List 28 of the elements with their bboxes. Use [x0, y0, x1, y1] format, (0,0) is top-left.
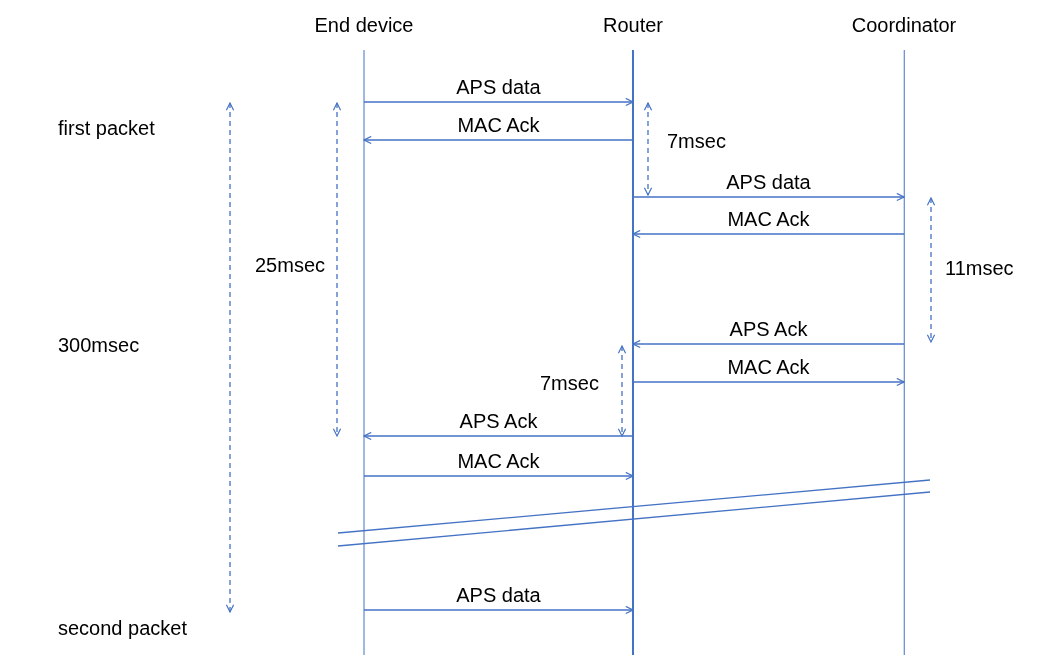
edge-label: APS data — [456, 75, 541, 99]
edge-label: MAC Ack — [727, 207, 810, 231]
annotation-text: 11msec — [945, 256, 1014, 280]
edge-label: MAC Ack — [457, 113, 540, 137]
edge-label: MAC Ack — [727, 355, 810, 379]
message-arrow — [632, 192, 905, 202]
message-arrow — [632, 377, 905, 387]
annotation-text: 7msec — [540, 371, 599, 395]
message-arrow — [363, 97, 634, 107]
edge-label: APS Ack — [459, 409, 538, 433]
message-arrow — [363, 605, 634, 615]
lifeline-title: End device — [314, 13, 414, 38]
annotation-text: second packet — [58, 616, 187, 640]
lifeline-title: Router — [603, 13, 663, 38]
message-arrow — [632, 339, 905, 349]
annotation-text: 7msec — [667, 129, 726, 153]
message-arrow — [363, 431, 634, 441]
lifeline-title: Coordinator — [851, 13, 957, 38]
edge-label: MAC Ack — [457, 449, 540, 473]
annotation-text: 25msec — [255, 253, 326, 277]
edge-label: APS data — [456, 583, 541, 607]
edge-label: APS Ack — [729, 317, 808, 341]
annotation-text: 300msec — [58, 333, 140, 357]
message-arrow — [363, 471, 634, 481]
message-arrow — [632, 229, 905, 239]
edge-label: APS data — [726, 170, 811, 194]
annotation-text: first packet — [58, 116, 155, 140]
message-arrow — [363, 135, 634, 145]
